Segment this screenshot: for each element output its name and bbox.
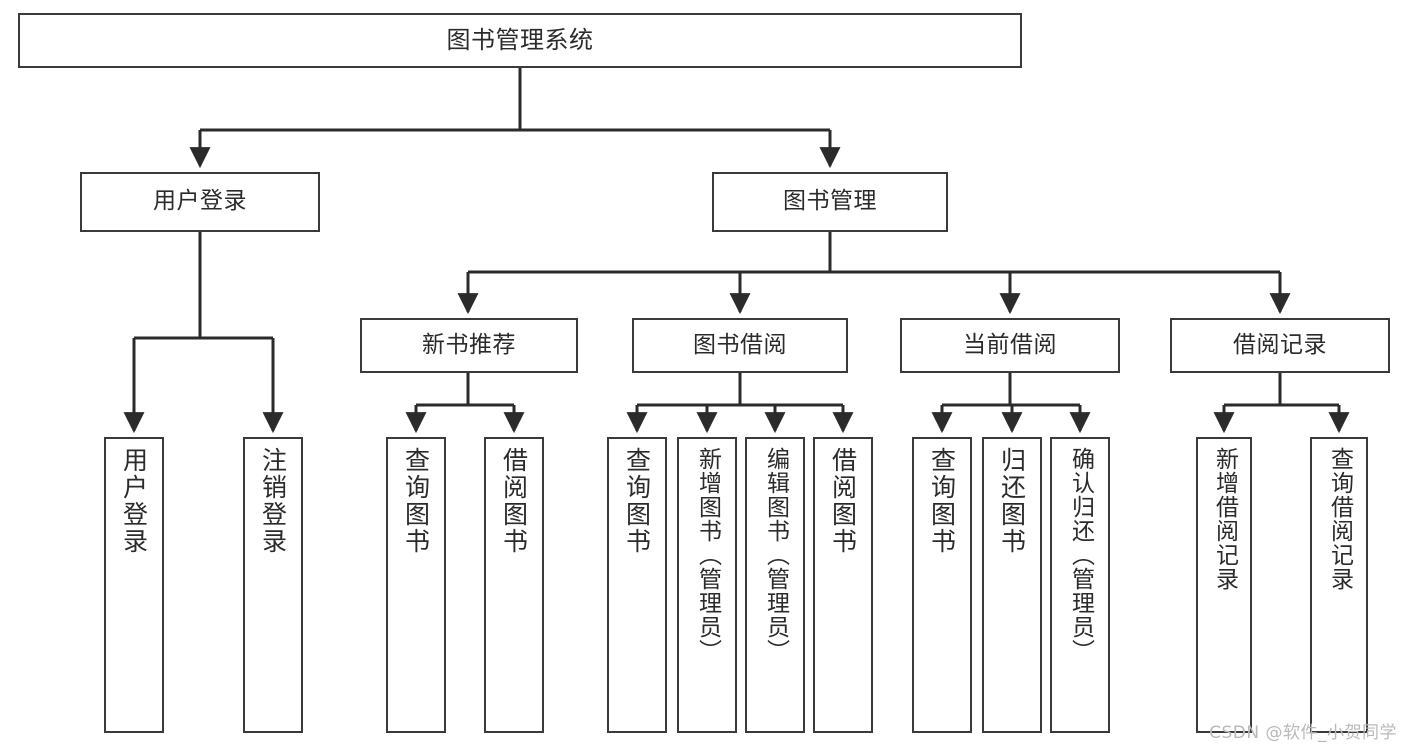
node-leaf-return-book[interactable]: 归还图书 — [982, 437, 1042, 733]
node-leaf-query-borrow-record[interactable]: 查询借阅记录 — [1310, 437, 1368, 733]
node-label: 注销登录 — [258, 447, 288, 555]
node-leaf-user-login[interactable]: 用户登录 — [104, 437, 164, 733]
node-label: 借阅记录 — [1233, 331, 1327, 358]
node-leaf-edit-book-admin[interactable]: 编辑图书（管理员） — [745, 437, 805, 733]
node-label: 图书管理 — [783, 188, 877, 215]
node-leaf-add-book-admin[interactable]: 新增图书（管理员） — [677, 437, 737, 733]
node-borrow-record[interactable]: 借阅记录 — [1170, 318, 1390, 373]
node-label: 用户登录 — [119, 447, 149, 555]
node-current-borrow[interactable]: 当前借阅 — [900, 318, 1120, 373]
node-leaf-user-logout[interactable]: 注销登录 — [243, 437, 303, 733]
node-label: 归还图书 — [997, 447, 1027, 555]
node-label: 查询借阅记录 — [1326, 447, 1353, 591]
node-label: 新增图书（管理员） — [694, 447, 721, 663]
node-leaf-add-borrow-record[interactable]: 新增借阅记录 — [1196, 437, 1252, 733]
node-label: 新增借阅记录 — [1211, 447, 1238, 591]
node-leaf-confirm-return-admin[interactable]: 确认归还（管理员） — [1050, 437, 1110, 733]
node-leaf-current-query-book[interactable]: 查询图书 — [912, 437, 972, 733]
node-label: 编辑图书（管理员） — [762, 447, 789, 663]
node-label: 用户登录 — [153, 188, 247, 215]
node-leaf-borrow-query-book[interactable]: 查询图书 — [607, 437, 667, 733]
node-label: 查询图书 — [622, 447, 652, 555]
node-user-login[interactable]: 用户登录 — [80, 172, 320, 232]
node-label: 当前借阅 — [963, 331, 1057, 358]
node-label: 图书借阅 — [693, 331, 787, 358]
node-label: 确认归还（管理员） — [1067, 447, 1094, 663]
node-new-book-recommend[interactable]: 新书推荐 — [360, 318, 578, 373]
node-label: 查询图书 — [401, 447, 431, 555]
node-label: 新书推荐 — [422, 331, 516, 358]
node-leaf-recommend-query-book[interactable]: 查询图书 — [386, 437, 446, 733]
node-root-system[interactable]: 图书管理系统 — [18, 13, 1022, 68]
node-book-management[interactable]: 图书管理 — [712, 172, 948, 232]
node-leaf-borrow-book[interactable]: 借阅图书 — [813, 437, 873, 733]
node-label: 借阅图书 — [828, 447, 858, 555]
node-label: 查询图书 — [927, 447, 957, 555]
node-leaf-recommend-borrow-book[interactable]: 借阅图书 — [484, 437, 544, 733]
node-label: 图书管理系统 — [446, 26, 594, 55]
node-label: 借阅图书 — [499, 447, 529, 555]
csdn-watermark: CSDN @软件_小贺同学 — [1209, 723, 1397, 743]
node-book-borrow[interactable]: 图书借阅 — [632, 318, 848, 373]
